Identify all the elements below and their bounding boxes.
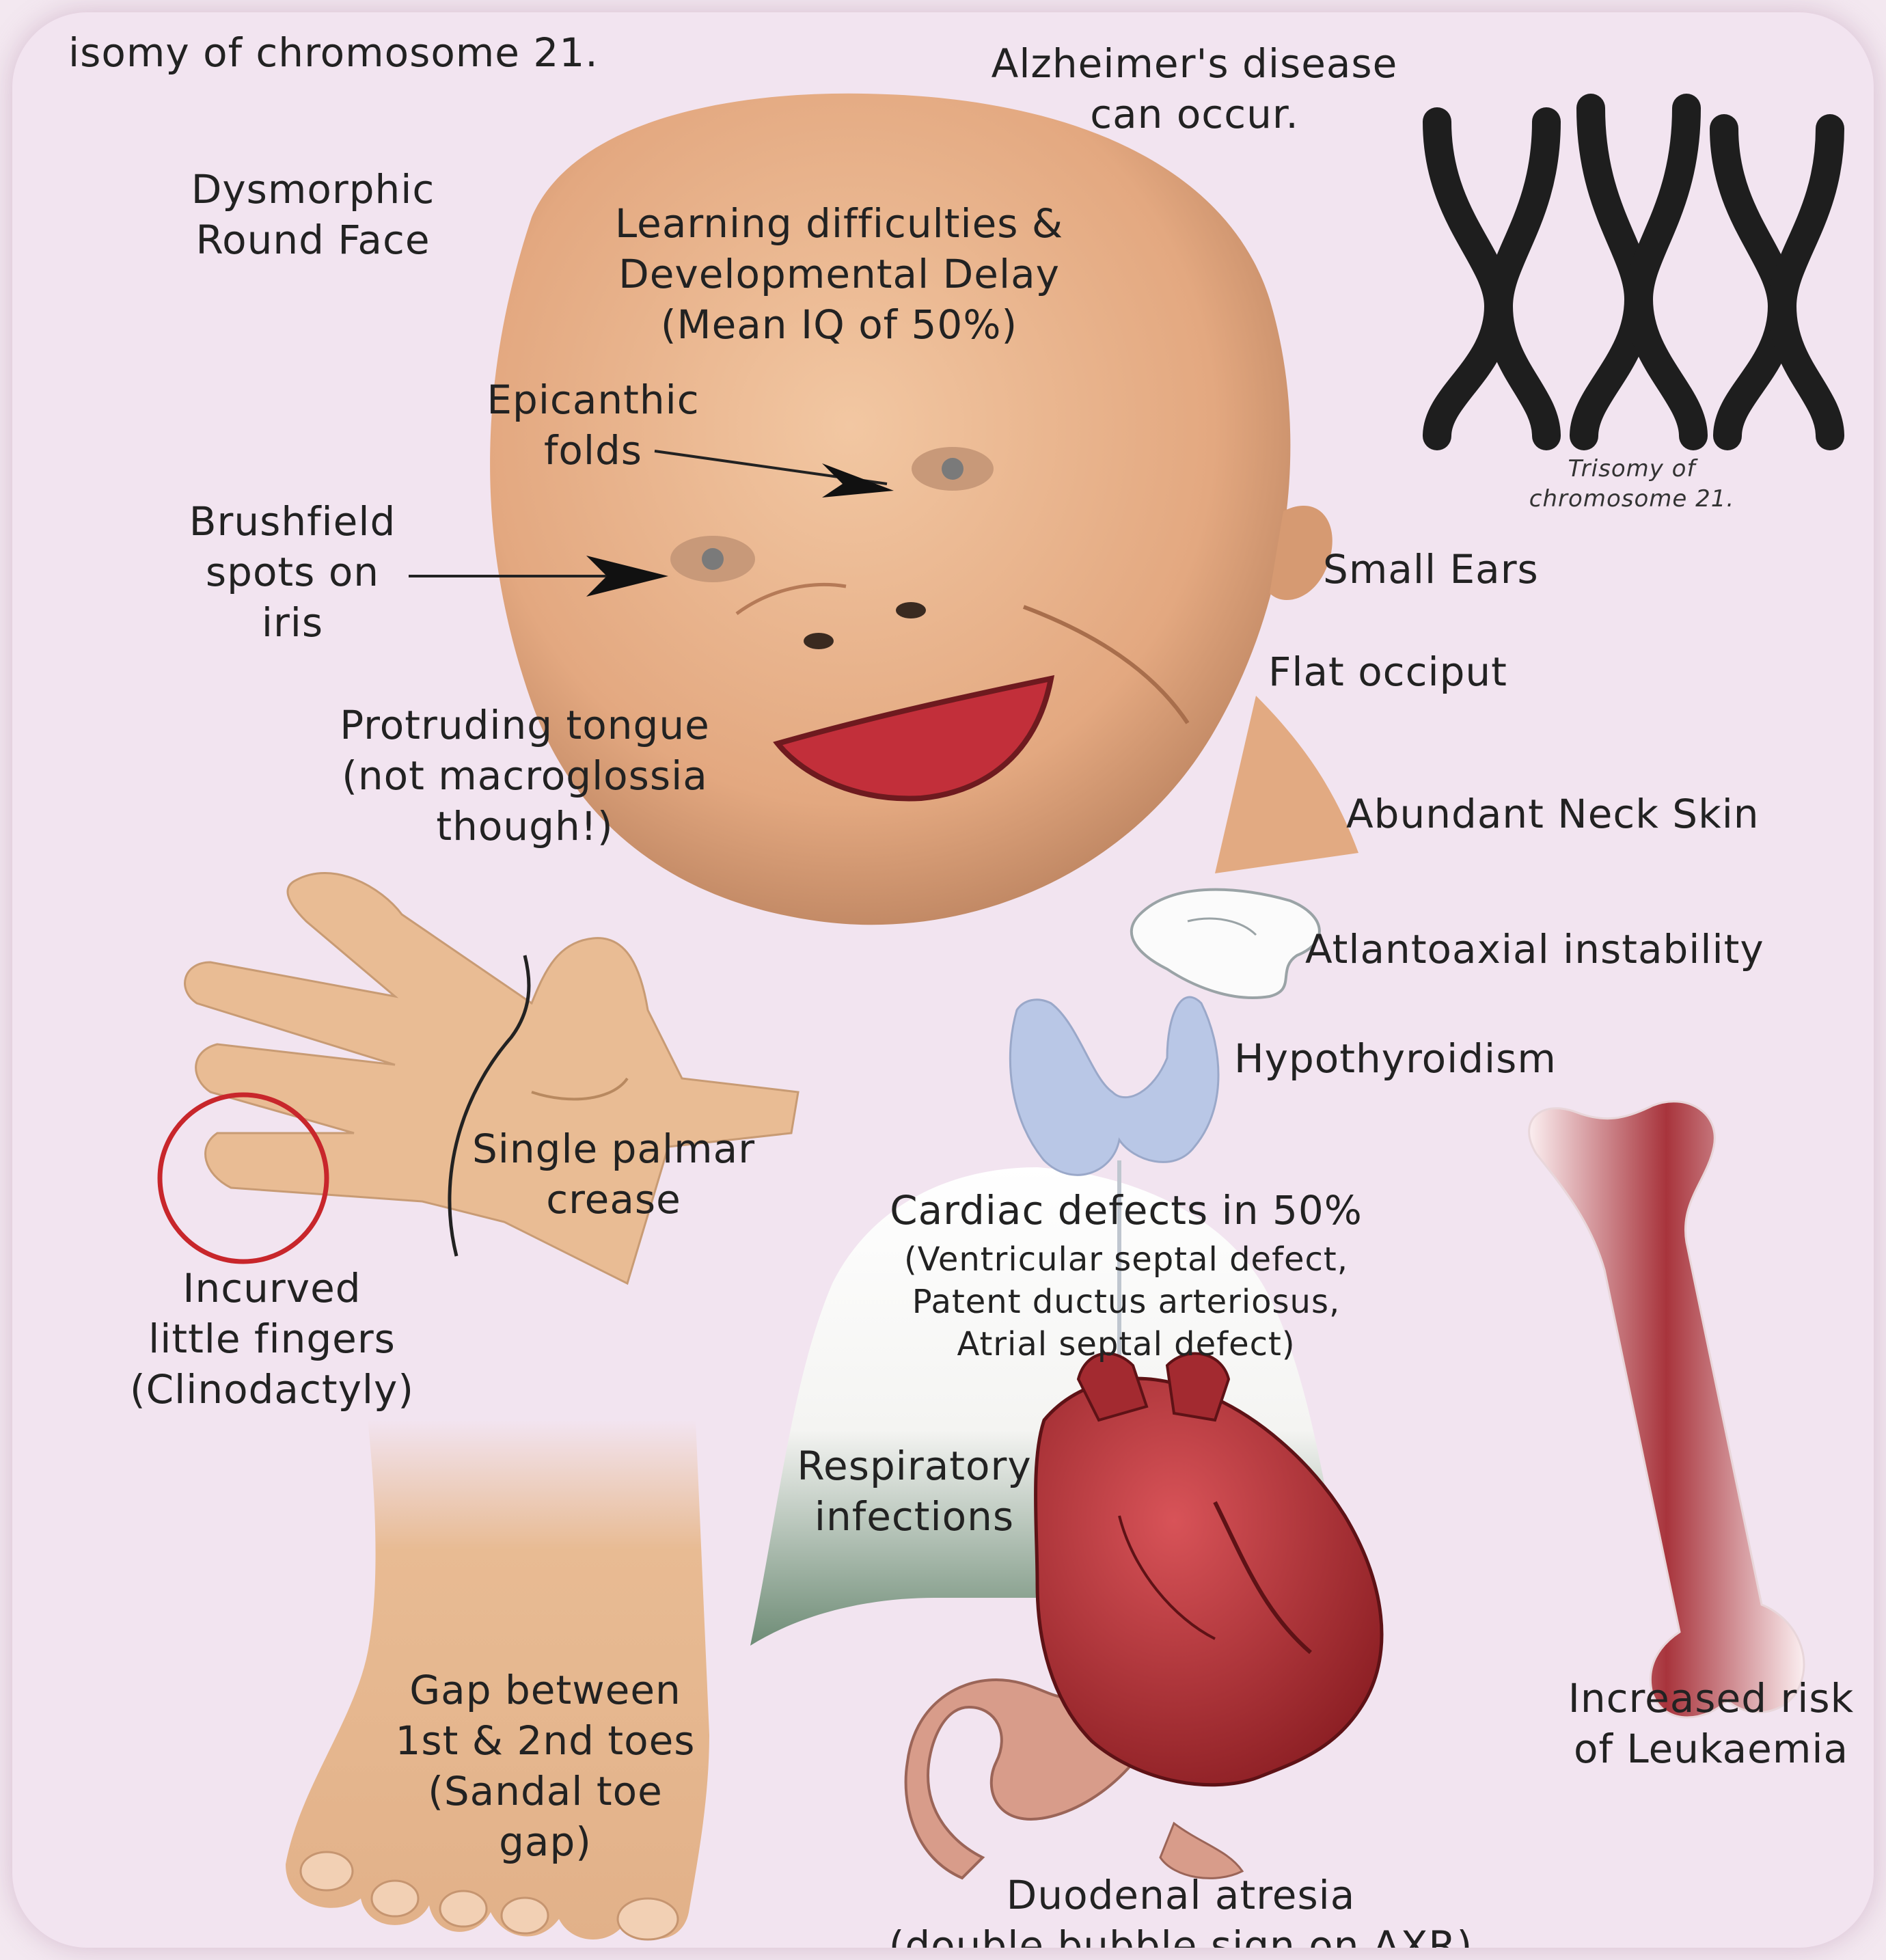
trisomy-header-label: isomy of chromosome 21. xyxy=(68,27,599,78)
cardiac-detail-label: (Ventricular septal defect, Patent ductu… xyxy=(846,1238,1406,1365)
hypothyroidism-label: Hypothyroidism xyxy=(1234,1033,1557,1084)
bone-icon xyxy=(1529,1102,1804,1717)
learning-difficulties-label: Learning difficulties & Developmental De… xyxy=(545,198,1133,350)
atlantoaxial-label: Atlantoaxial instability xyxy=(1305,924,1764,975)
alzheimers-label: Alzheimer's disease can occur. xyxy=(942,38,1447,139)
sandal-gap-label: Gap between 1st & 2nd toes (Sandal toe g… xyxy=(354,1665,737,1867)
leukaemia-label: Increased risk of Leukaemia xyxy=(1540,1673,1874,1774)
card-background: isomy of chromosome 21. Alzheimer's dise… xyxy=(12,12,1874,1948)
neck-skin-label: Abundant Neck Skin xyxy=(1346,789,1760,839)
brushfield-spots-label: Brushfield spots on iris xyxy=(156,496,429,648)
dysmorphic-face-label: Dysmorphic Round Face xyxy=(142,164,484,265)
chromosome-icon xyxy=(1437,108,1830,436)
small-ears-label: Small Ears xyxy=(1323,544,1539,595)
heart-icon xyxy=(1036,1354,1382,1785)
protruding-tongue-label: Protruding tongue (not macroglossia thou… xyxy=(272,700,778,852)
duodenal-atresia-label: Duodenal atresia (double bubble sign on … xyxy=(805,1870,1557,1948)
epicanthic-folds-label: Epicanthic folds xyxy=(456,375,730,476)
cardiac-defects-label: Cardiac defects in 50% xyxy=(846,1185,1406,1236)
single-palmar-crease-label: Single palmar crease xyxy=(436,1124,791,1225)
flat-occiput-label: Flat occiput xyxy=(1268,646,1507,697)
vertebra-icon xyxy=(1132,890,1320,998)
chromosome-caption: Trisomy of chromosome 21. xyxy=(1468,454,1796,514)
respiratory-infections-label: Respiratory infections xyxy=(764,1441,1065,1542)
clinodactyly-label: Incurved little fingers (Clinodactyly) xyxy=(81,1263,463,1415)
